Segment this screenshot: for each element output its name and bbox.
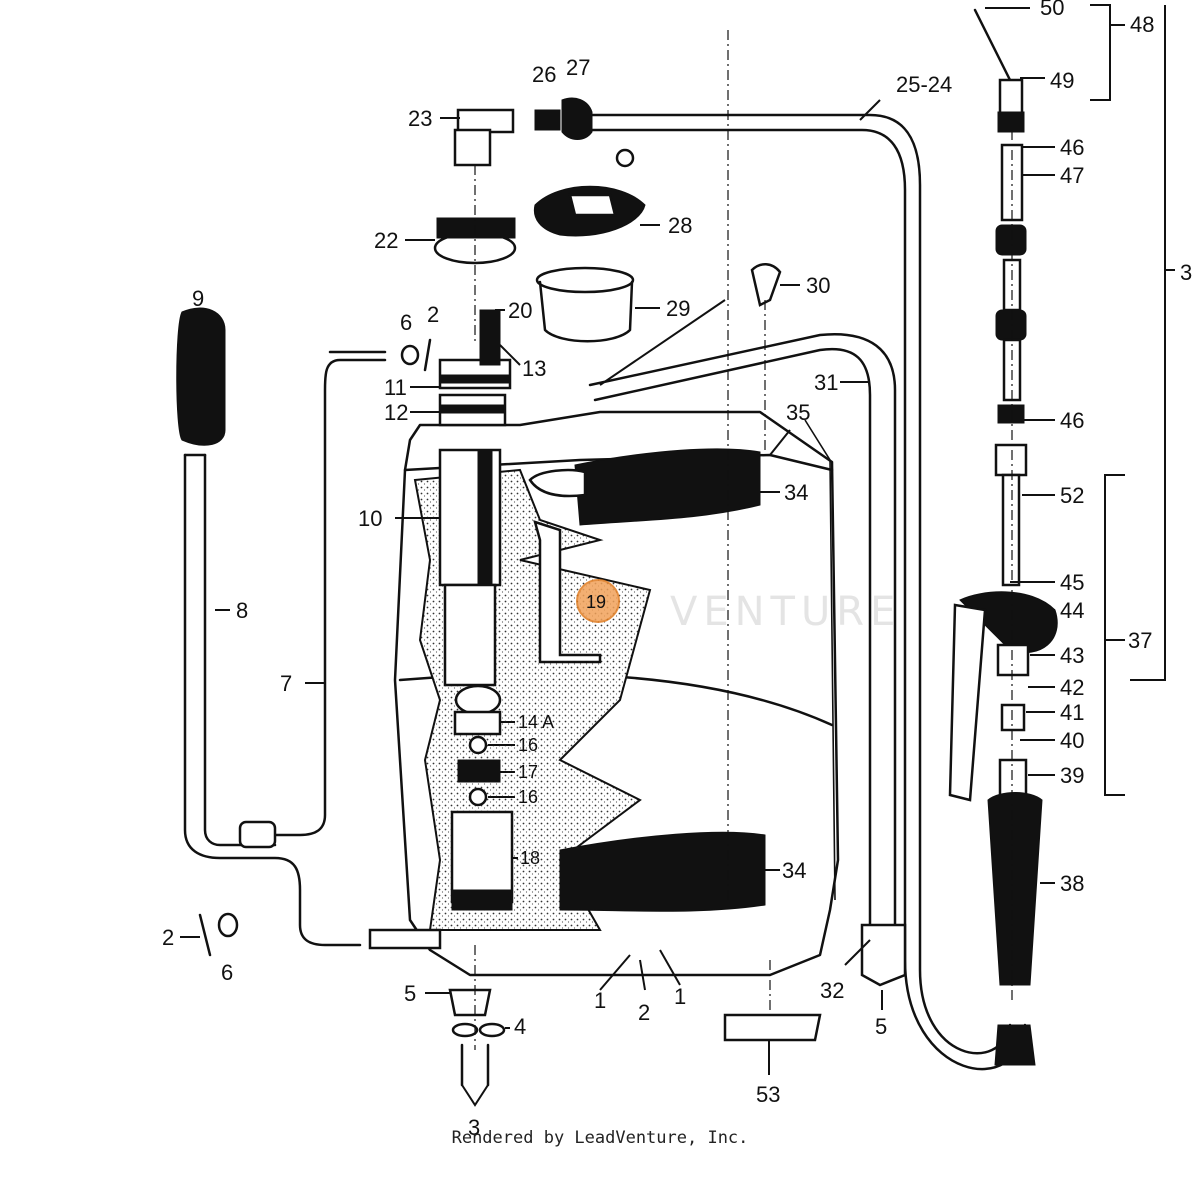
part-19-highlight: [576, 579, 620, 623]
callout-12[interactable]: 12: [384, 400, 408, 425]
callout-27[interactable]: 27: [566, 55, 590, 80]
strap-upper: [528, 448, 761, 526]
callout-17[interactable]: 17: [518, 762, 538, 782]
leader-lines: [180, 7, 1055, 1107]
callout-53[interactable]: 53: [756, 1082, 780, 1107]
part-19-baffle: [533, 520, 620, 664]
callout-44[interactable]: 44: [1060, 598, 1084, 623]
callout-16-lower[interactable]: 16: [518, 787, 538, 807]
callout-10[interactable]: 10: [358, 506, 382, 531]
callout-14a[interactable]: 14 A: [518, 712, 554, 732]
callout-41[interactable]: 41: [1060, 700, 1084, 725]
callout-22[interactable]: 22: [374, 228, 398, 253]
callout-45[interactable]: 45: [1060, 570, 1084, 595]
callout-18[interactable]: 18: [520, 848, 540, 868]
callout-42[interactable]: 42: [1060, 675, 1084, 700]
pump-assembly: [438, 448, 514, 911]
group-brackets: [1090, 4, 1175, 796]
callout-13[interactable]: 13: [522, 356, 546, 381]
callout-34-lower[interactable]: 34: [782, 858, 806, 883]
callout-46-top[interactable]: 46: [1060, 135, 1084, 160]
callout-52[interactable]: 52: [1060, 483, 1084, 508]
callout-2-left[interactable]: 2: [162, 925, 174, 950]
callout-37[interactable]: 37: [1128, 628, 1152, 653]
top-parts: [433, 97, 782, 343]
strap-lower: [559, 831, 766, 912]
callout-23[interactable]: 23: [408, 106, 432, 131]
strap-31: [588, 333, 907, 987]
alignment-lines: [474, 30, 1013, 1050]
callout-7[interactable]: 7: [280, 671, 292, 696]
callout-35[interactable]: 35: [786, 400, 810, 425]
callout-2-top[interactable]: 2: [427, 302, 439, 327]
callout-39[interactable]: 39: [1060, 763, 1084, 788]
callout-30[interactable]: 30: [806, 273, 830, 298]
callout-47[interactable]: 47: [1060, 163, 1084, 188]
callout-2-bottom[interactable]: 2: [638, 1000, 650, 1025]
callout-34-upper[interactable]: 34: [784, 480, 808, 505]
callout-6-top[interactable]: 6: [400, 310, 412, 335]
callout-46-bottom[interactable]: 46: [1060, 408, 1084, 433]
callout-3-right[interactable]: 3: [1180, 260, 1192, 285]
callout-48[interactable]: 48: [1130, 12, 1154, 37]
callout-40[interactable]: 40: [1060, 728, 1084, 753]
spray-wand: [948, 8, 1058, 1066]
callout-19[interactable]: 19: [586, 592, 606, 612]
watermark: VENTURE: [670, 589, 901, 635]
callout-9[interactable]: 9: [192, 286, 204, 311]
callout-28[interactable]: 28: [668, 213, 692, 238]
callout-5-right[interactable]: 5: [875, 1014, 887, 1039]
bottom-small-parts: [198, 338, 822, 1087]
callout-1-left[interactable]: 1: [594, 988, 606, 1013]
footer-credit: Rendered by LeadVenture, Inc.: [451, 1128, 749, 1148]
pump-lever: [176, 307, 442, 950]
callout-3-bottom[interactable]: 3: [468, 1115, 480, 1140]
callout-29[interactable]: 29: [666, 296, 690, 321]
callout-32[interactable]: 32: [820, 978, 844, 1003]
callout-4[interactable]: 4: [514, 1014, 526, 1039]
callout-labels: 50 48 49 3 46 47 46 52 45 44 43 37 42 41…: [162, 0, 1192, 1140]
callout-16-upper[interactable]: 16: [518, 735, 538, 755]
callout-1-right[interactable]: 1: [674, 984, 686, 1009]
callout-31[interactable]: 31: [814, 370, 838, 395]
callout-50[interactable]: 50: [1040, 0, 1064, 20]
callout-25-24[interactable]: 25-24: [896, 72, 952, 97]
callout-38[interactable]: 38: [1060, 871, 1084, 896]
callout-20[interactable]: 20: [508, 298, 532, 323]
callout-8[interactable]: 8: [236, 598, 248, 623]
cylinder-cap: [438, 309, 512, 427]
callout-43[interactable]: 43: [1060, 643, 1084, 668]
callout-11[interactable]: 11: [384, 375, 407, 400]
callout-49[interactable]: 49: [1050, 68, 1074, 93]
callout-5-left[interactable]: 5: [404, 981, 416, 1006]
callout-6-left[interactable]: 6: [221, 960, 233, 985]
callout-26[interactable]: 26: [532, 62, 556, 87]
